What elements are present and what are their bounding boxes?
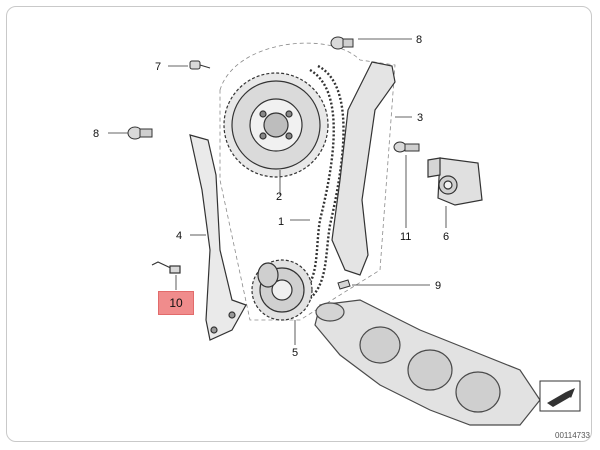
bolt-11-part [393,141,420,153]
camshaft-sprocket-part [223,72,329,178]
guide-rail-part [189,134,247,341]
leader-lines [108,38,447,345]
pin-10-part [151,261,181,274]
callout-6: 6 [443,231,449,243]
callout-7: 7 [155,61,161,73]
woodruff-key-part [337,279,351,290]
diagram-frame [6,6,592,442]
tensioner-rail-part [331,61,396,276]
callout-4: 4 [176,230,182,242]
highlighted-callout-10: 10 [158,291,194,315]
bolt-8-top-part [330,36,354,50]
bolt-8-left-part [127,126,153,140]
reference-number: 00114733 [555,431,590,440]
crankshaft-sprocket-part [251,259,313,321]
direction-arrow-box [539,380,581,412]
callout-1: 1 [278,216,284,228]
chain-tensioner-part [427,157,483,206]
callout-8-left: 8 [93,128,99,140]
callout-9: 9 [435,280,441,292]
bolt-7-part [189,60,211,70]
timing-chain-part [273,64,345,301]
callout-11: 11 [400,231,411,243]
callout-3: 3 [417,112,423,124]
callout-8-top: 8 [416,34,422,46]
callout-5: 5 [292,347,298,359]
callout-2: 2 [276,191,282,203]
crankshaft-part [314,299,541,426]
